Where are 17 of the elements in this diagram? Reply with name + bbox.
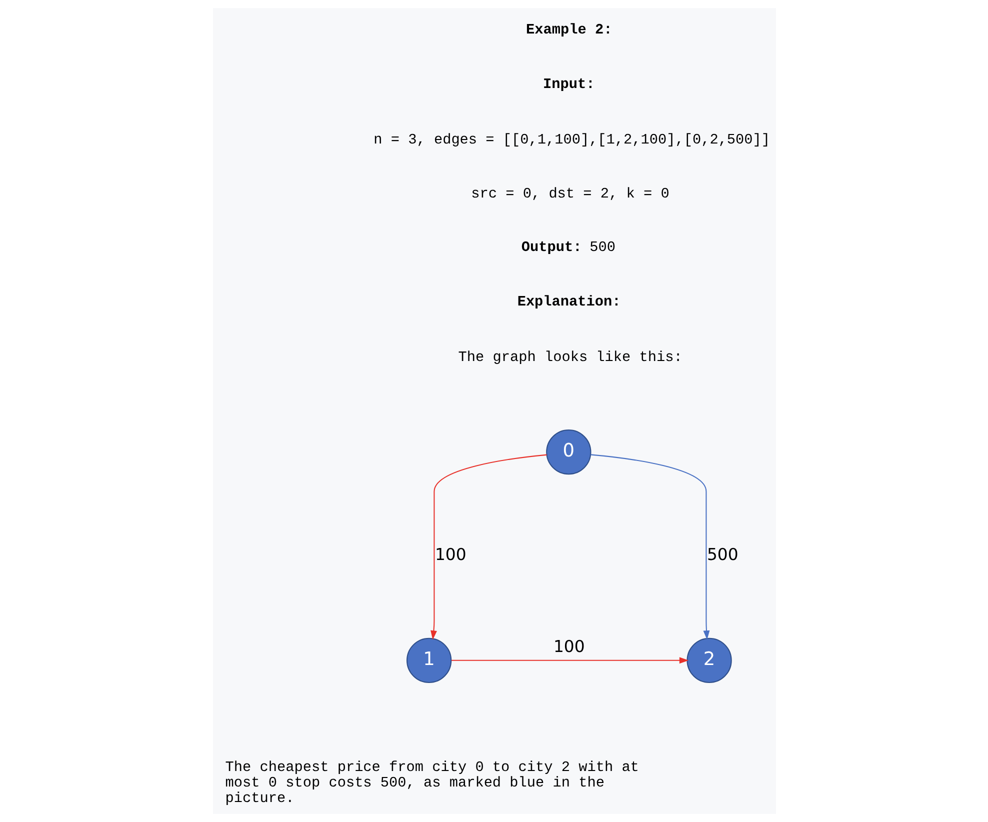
label: n = 3, edges = [[0,1,100],[1,2,100],[0,2,500]] <box>373 132 770 148</box>
edge-label: 100 <box>434 545 466 564</box>
label: Input: <box>542 76 594 93</box>
node-circle: 2 <box>686 638 732 683</box>
edge-label: 500 <box>706 545 738 564</box>
node-circle: 1 <box>406 638 452 683</box>
label: Example 2: <box>526 22 612 38</box>
arrow <box>451 657 688 664</box>
label: The graph looks like this: <box>458 350 682 366</box>
label: The cheapest price from city 0 to city 2 with at most 0 stop costs 500, as marked blue in the picture. <box>224 760 638 807</box>
arrow <box>590 454 710 640</box>
label: Output: 500 <box>520 240 615 256</box>
node-circle: 0 <box>546 429 591 475</box>
label: Explanation: <box>516 294 620 310</box>
edge-label: 100 <box>553 637 584 656</box>
label: src = 0, dst = 2, k = 0 <box>470 186 669 203</box>
arrow <box>430 454 546 640</box>
